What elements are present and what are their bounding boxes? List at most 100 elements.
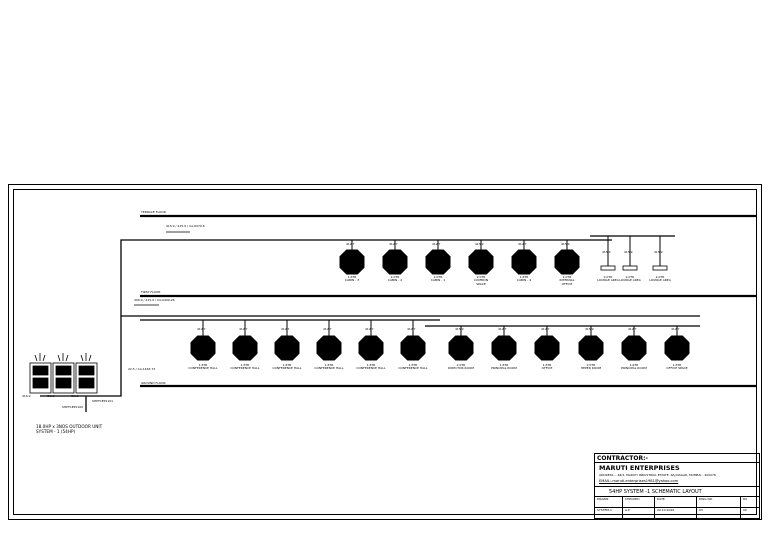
ff-indoor-unit-6 [554, 249, 580, 275]
tb-value-dwg: 03 [697, 508, 741, 519]
ff-unit-spec: 412.7 [346, 242, 355, 246]
company-address: ADDRESS :- 48/3, MARUTI INDUSTRIAL ESTAT… [599, 473, 716, 477]
tb-company-row: MARUTI ENTERPRISES ADDRESS :- 48/3, MARU… [595, 463, 759, 487]
gf-unit-spec: 415.9 [455, 327, 464, 331]
ff-unit-spec: 415.9 [654, 250, 663, 254]
drawing-frame-inner [13, 189, 757, 515]
ff-unit-capacity: 2.0TR [433, 275, 443, 279]
gf-unit-room: PRINCIPAL ROOM [621, 366, 647, 371]
gf-unit-capacity: 2.0TR [456, 363, 466, 367]
outdoor-link-1: SHPTCEP1100 [62, 405, 84, 409]
ff-unit-capacity: 2.0TR [562, 275, 572, 279]
gf-unit-capacity: 1.6TR [198, 363, 208, 367]
ff-wall-unit-9 [652, 265, 668, 271]
outdoor-module-1 [29, 362, 52, 394]
ff-unit-room: CABIN - 1 [430, 278, 446, 283]
gf-unit-capacity: 1.6TR [366, 363, 376, 367]
gf-unit-capacity: 1.6TR [672, 363, 682, 367]
ff-unit-room: CABIN - 3 [344, 278, 360, 283]
outdoor-unit-caption: 18.0HP x 3NOS OUTDOOR UNIT SYSTEM - 1 (5… [36, 424, 102, 435]
trunk-mid-tag: 406.9 / 415.9 / CA-6409.26 [134, 298, 175, 302]
gf-unit-spec: 412.7 [239, 327, 248, 331]
outdoor-caption-line-2: SYSTEM - 1 (54HP) [36, 429, 76, 435]
drawing-frame-outer [8, 184, 762, 520]
gf-unit-spec: 412.7 [671, 327, 680, 331]
ff-indoor-unit-5 [511, 249, 537, 275]
ff-unit-capacity: 1.6TR [519, 275, 529, 279]
gf-unit-capacity: 1.6TR [240, 363, 250, 367]
first-floor-drops [339, 236, 668, 275]
ff-unit-spec: 415.9 [602, 250, 611, 254]
gf-unit-room: OFFICE SPACE [666, 366, 688, 371]
tb-header-dwg: DWG NO. [697, 497, 741, 507]
gf-indoor-unit-12 [664, 335, 690, 361]
gf-unit-capacity: 1.6TR [408, 363, 418, 367]
gf-unit-spec: 415.9 [585, 327, 594, 331]
ff-wall-unit-7 [600, 265, 616, 271]
ff-unit-room: INTERNAL OFFICE [559, 278, 575, 286]
ff-unit-room: CABIN - 2 [387, 278, 403, 283]
tb-value-drawn: SYSTEM-1 [595, 508, 623, 519]
ff-unit-capacity: 2.0TR [476, 275, 486, 279]
ff-unit-capacity: 2.0TR [390, 275, 400, 279]
ff-unit-spec: 412.7 [432, 242, 441, 246]
company-email: EMAIL:-maruti.enterprises1981@yahoo.com [599, 479, 679, 483]
tb-header-checked: CHECKED [623, 497, 655, 507]
tb-value-checked: A.P [623, 508, 655, 519]
ff-unit-spec: 412.7 [389, 242, 398, 246]
gf-unit-spec: 412.7 [281, 327, 290, 331]
gf-indoor-unit-4 [316, 335, 342, 361]
ff-unit-capacity: 2.0TR [655, 275, 665, 279]
outdoor-caption-line-1: 18.0HP x 3NOS OUTDOOR UNIT [36, 424, 103, 429]
outdoor-module-tag-2: 415.9 [46, 394, 55, 398]
gf-unit-spec: 412.7 [498, 327, 507, 331]
gf-indoor-unit-6 [400, 335, 426, 361]
tb-header-row: DRAWN CHECKED DATE DWG NO. R0 [595, 497, 759, 508]
gf-indoor-unit-5 [358, 335, 384, 361]
gf-indoor-unit-3 [274, 335, 300, 361]
ground-floor-drops [190, 320, 690, 361]
ff-unit-room: LOUNGE AREA [619, 278, 641, 283]
ff-unit-spec: 415.9 [561, 242, 570, 246]
ff-indoor-unit-4 [468, 249, 494, 275]
ff-unit-capacity: 1.6TR [347, 275, 357, 279]
outdoor-link-2: SHPTCEP1101 [92, 399, 114, 403]
first-floor-label: FIRST FLOOR [141, 290, 161, 294]
gf-indoor-unit-2 [232, 335, 258, 361]
gf-indoor-unit-1 [190, 335, 216, 361]
gf-unit-room: CONFERENCE HALL [272, 366, 302, 371]
gf-unit-spec: 412.7 [628, 327, 637, 331]
gf-unit-capacity: 1.6TR [629, 363, 639, 367]
tb-header-date: DATE [655, 497, 697, 507]
ff-unit-capacity: 2.0TR [625, 275, 635, 279]
gf-unit-spec: 412.7 [407, 327, 416, 331]
tb-value-date: 20.10.2020 [655, 508, 697, 519]
gf-unit-room: OFFICE [541, 366, 553, 371]
gf-unit-room: CONFERENCE HALL [398, 366, 428, 371]
outdoor-module-2 [52, 362, 75, 394]
tb-header-drawn: DRAWN [595, 497, 623, 507]
gf-unit-spec: 412.7 [365, 327, 374, 331]
gf-indoor-unit-9 [534, 335, 560, 361]
outdoor-module-3 [75, 362, 98, 394]
contractor-label: CONTRACTOR:- [597, 455, 648, 462]
gf-unit-room: CONFERENCE HALL [356, 366, 386, 371]
outdoor-module-tag-3: 416.9 [70, 394, 79, 398]
tb-contractor-row: CONTRACTOR:- [595, 454, 759, 463]
gf-unit-capacity: 1.6TR [282, 363, 292, 367]
